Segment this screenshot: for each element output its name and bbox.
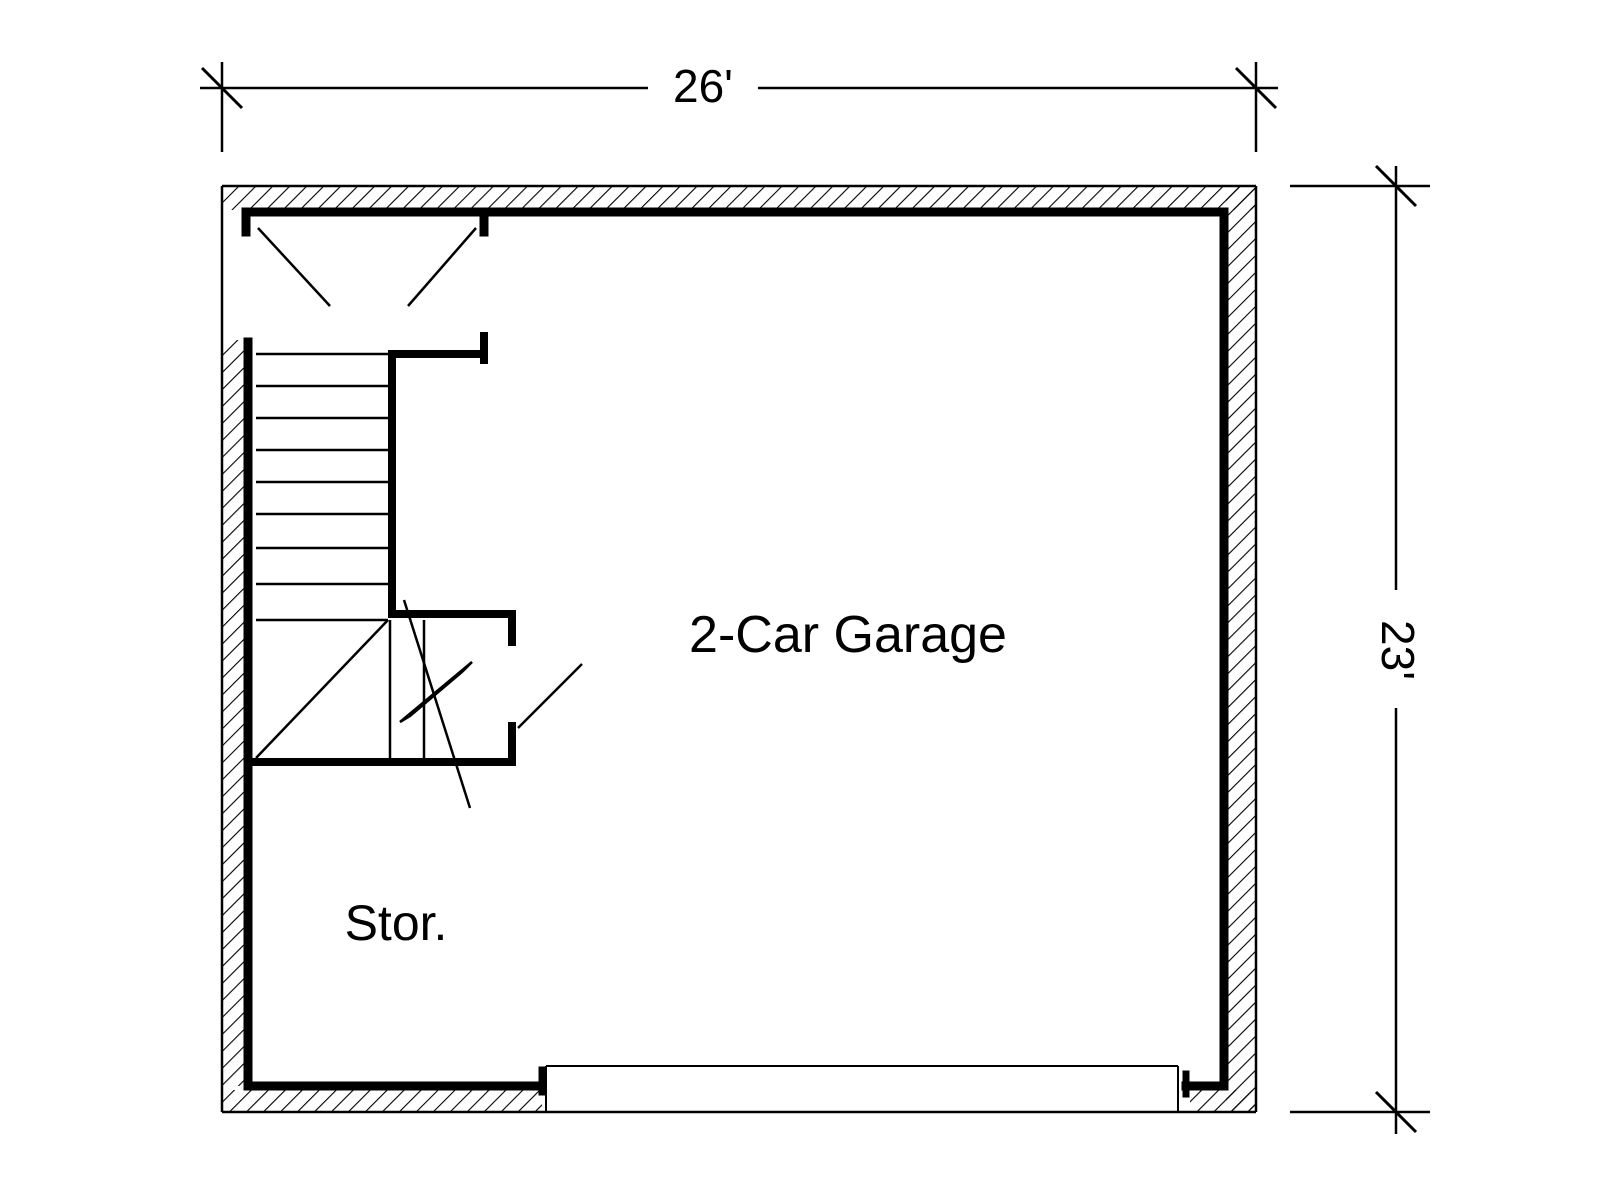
garage-door <box>545 1065 1179 1112</box>
exterior-walls <box>220 184 1258 1114</box>
width-dimension: 26' <box>200 60 1278 152</box>
depth-label: 23' <box>1372 620 1424 680</box>
garage-label: 2-Car Garage <box>689 606 1007 664</box>
storage-label: Stor. <box>345 895 448 951</box>
width-label: 26' <box>673 60 733 112</box>
stairs <box>255 352 473 809</box>
entry-door <box>517 663 583 729</box>
top-opening <box>257 227 477 307</box>
depth-dimension: 23' <box>1290 164 1430 1134</box>
interior-walls <box>241 207 1229 1098</box>
